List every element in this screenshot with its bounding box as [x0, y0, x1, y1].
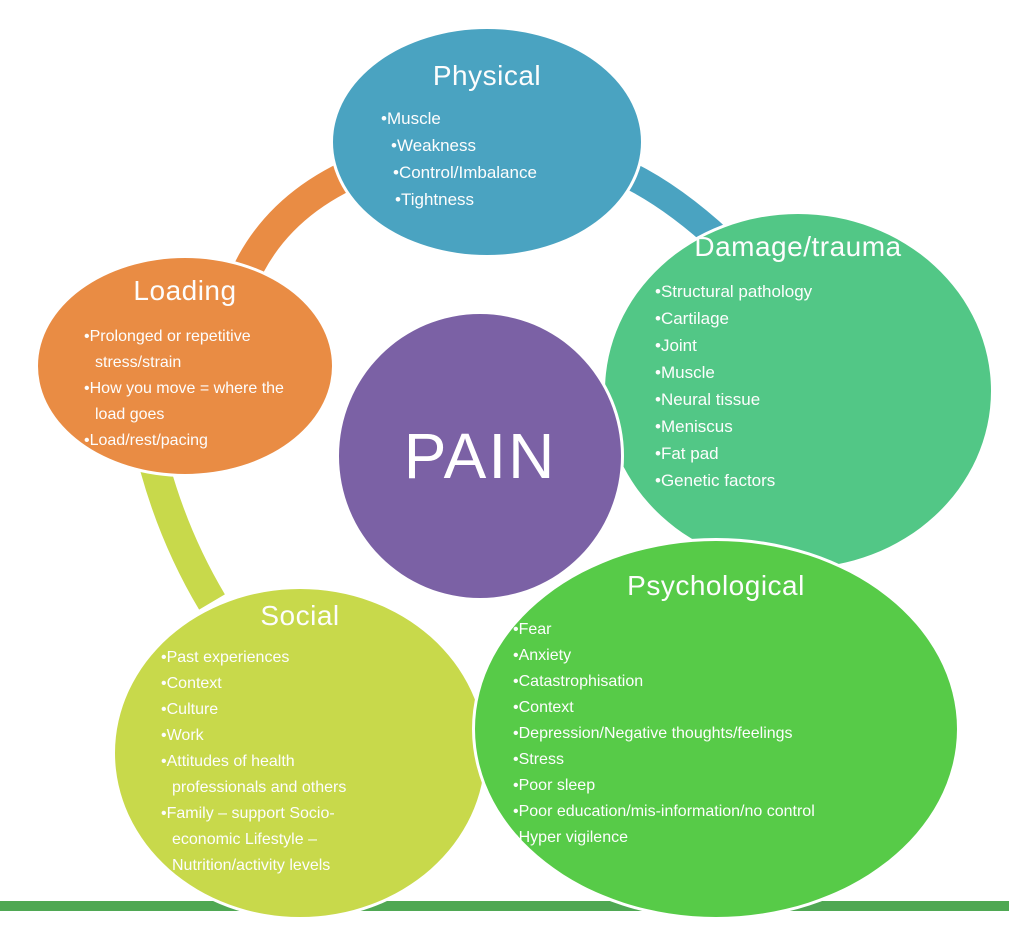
list-item: Load/rest/pacing [84, 428, 289, 454]
list-item: Cartilage [655, 305, 925, 332]
bubble-physical: Physical Muscle Weakness Control/Imbalan… [330, 26, 644, 258]
bubble-loading-title: Loading [133, 275, 237, 306]
list-item: Muscle [655, 359, 925, 386]
list-item: Meniscus [655, 413, 925, 440]
list-item: Anxiety [513, 643, 833, 669]
list-item: Muscle [381, 105, 621, 132]
list-item: Structural pathology [655, 278, 925, 305]
bubble-social: Social Past experiences Context Culture … [112, 586, 488, 920]
footer-bar [0, 901, 1009, 911]
bubble-social-list: Past experiences Context Culture Work At… [161, 645, 366, 879]
list-item: Attitudes of health professionals and ot… [161, 749, 366, 801]
list-item: Context [513, 695, 833, 721]
list-item: Family – support Socio-economic Lifestyl… [161, 801, 366, 879]
bubble-damage-trauma: Damage/trauma Structural pathology Carti… [602, 211, 994, 571]
bubble-physical-list: Muscle Weakness Control/Imbalance Tightn… [381, 105, 621, 213]
bubble-pain-center: PAIN [336, 311, 624, 601]
list-item: Work [161, 723, 366, 749]
list-item: Tightness [395, 186, 621, 213]
bubble-psychological-list: Fear Anxiety Catastrophisation Context D… [513, 617, 833, 851]
list-item: Control/Imbalance [393, 159, 621, 186]
bubble-loading: Loading Prolonged or repetitive stress/s… [35, 255, 335, 477]
list-item: Joint [655, 332, 925, 359]
list-item: Neural tissue [655, 386, 925, 413]
list-item: Fat pad [655, 440, 925, 467]
list-item: Prolonged or repetitive stress/strain [84, 324, 289, 376]
list-item: Hyper vigilence [513, 825, 833, 851]
connector-loading-social [140, 463, 225, 610]
list-item: Context [161, 671, 366, 697]
bubble-loading-list: Prolonged or repetitive stress/strain Ho… [84, 324, 289, 454]
bubble-psychological: Psychological Fear Anxiety Catastrophisa… [472, 538, 960, 920]
list-item: Depression/Negative thoughts/feelings [513, 721, 833, 747]
bubble-damage-trauma-list: Structural pathology Cartilage Joint Mus… [655, 278, 925, 494]
list-item: Poor sleep [513, 773, 833, 799]
bubble-psychological-title: Psychological [627, 570, 805, 601]
bubble-social-title: Social [260, 600, 340, 631]
list-item: Stress [513, 747, 833, 773]
list-item: Past experiences [161, 645, 366, 671]
bubble-physical-title: Physical [432, 60, 542, 91]
list-item: Genetic factors [655, 467, 925, 494]
list-item: Culture [161, 697, 366, 723]
list-item: How you move = where the load goes [84, 376, 289, 428]
pain-center-label: PAIN [403, 420, 557, 492]
bubble-damage-trauma-title: Damage/trauma [694, 231, 902, 262]
list-item: Fear [513, 617, 833, 643]
list-item: Poor education/mis-information/no contro… [513, 799, 833, 825]
list-item: Weakness [391, 132, 621, 159]
list-item: Catastrophisation [513, 669, 833, 695]
